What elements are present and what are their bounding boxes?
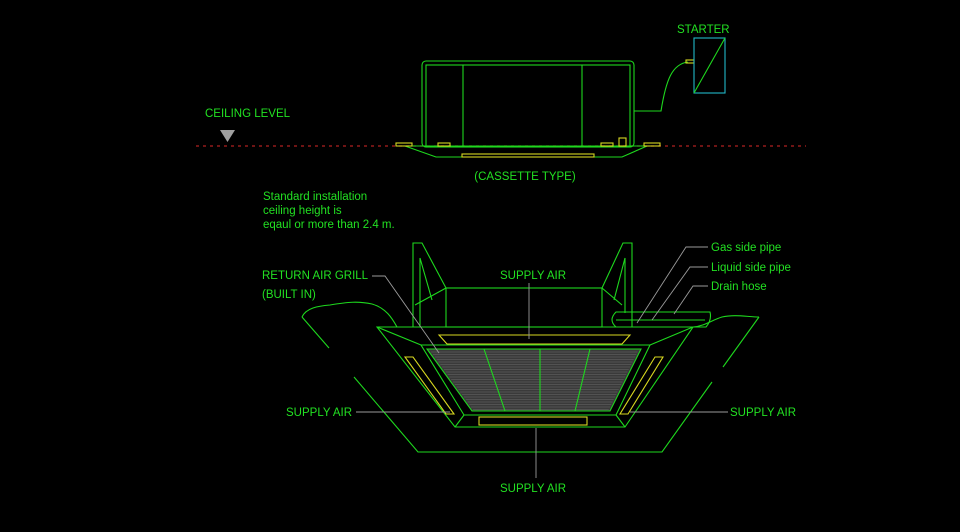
cassette-unit-elevation [395,59,695,158]
supply-air-top-label: SUPPLY AIR [500,270,566,282]
liquid-side-pipe-label: Liquid side pipe [711,262,791,274]
cassette-unit-perspective [301,242,760,453]
gas-side-pipe-leader [636,246,708,324]
starter-label: STARTER [677,24,730,36]
built-in-label: (BUILT IN) [262,289,316,301]
return-air-grill-leader [372,275,440,354]
starter-box [693,37,726,94]
installation-note-line-1: Standard installation [263,191,367,203]
installation-note-line-3: eqaul or more than 2.4 m. [263,219,395,231]
supply-air-right-label: SUPPLY AIR [730,407,796,419]
return-air-grill-label: RETURN AIR GRILL [262,270,369,282]
ceiling-level-marker-icon [220,130,235,142]
drain-hose-leader [673,285,708,315]
ceiling-level-label: CEILING LEVEL [205,108,291,120]
liquid-side-pipe-leader [651,266,708,321]
cassette-type-label: (CASSETTE TYPE) [474,171,576,183]
drain-hose-label: Drain hose [711,281,767,293]
gas-side-pipe-label: Gas side pipe [711,242,781,254]
supply-air-left-label: SUPPLY AIR [286,407,352,419]
installation-note-line-2: ceiling height is [263,205,342,217]
supply-air-bottom-label: SUPPLY AIR [500,483,566,495]
